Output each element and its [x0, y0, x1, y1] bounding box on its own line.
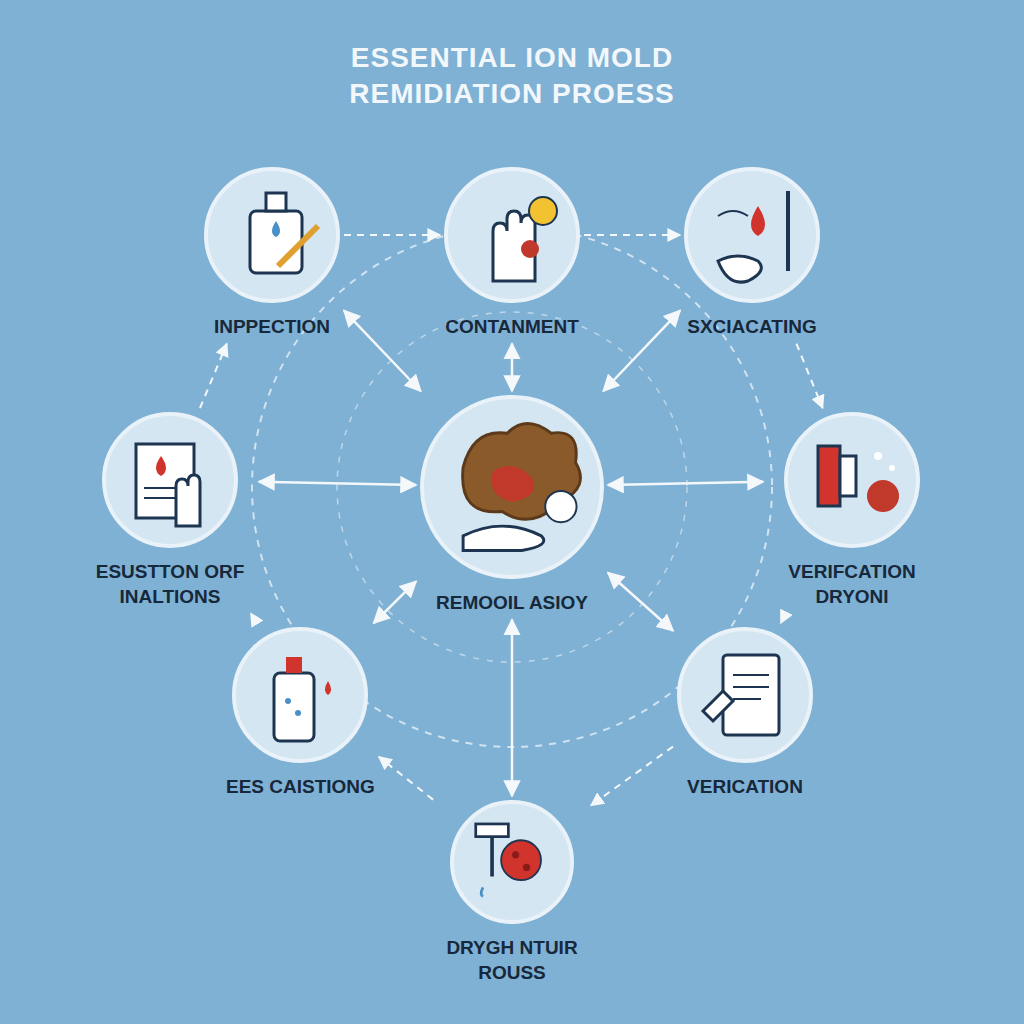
dashed-ring	[337, 312, 687, 662]
double-arrow	[511, 344, 514, 391]
dashed-arrow	[251, 613, 257, 623]
dashed-arrow	[200, 344, 227, 408]
dashed-arrow	[344, 234, 440, 236]
icon-circle	[450, 800, 574, 924]
icon-circle	[444, 167, 580, 303]
process-node: DRYGH NTUIR ROUSS	[437, 800, 587, 985]
icon-circle	[232, 627, 368, 763]
process-node: EES CAISTIONG	[226, 627, 375, 800]
step-label: VERIFCATION DRYONI	[767, 560, 937, 609]
dashed-arrow	[584, 234, 680, 236]
step-label: EES CAISTIONG	[226, 775, 375, 800]
step-label: INPPECTION	[214, 315, 330, 340]
dashed-arrow	[591, 747, 673, 806]
process-node: SXCIACATING	[684, 167, 820, 340]
dashed-arrow	[796, 344, 822, 408]
double-arrow	[259, 482, 416, 485]
step-label: ESUSTTON ORF INALTIONS	[85, 560, 255, 609]
icon-circle	[102, 412, 238, 548]
diagram-title: ESSENTIAL ION MOLD REMIDIATION PROESS	[272, 40, 752, 113]
step-label: CONTANMENT	[445, 315, 579, 340]
step-label: DRYGH NTUIR ROUSS	[437, 936, 587, 985]
step-label: VERICATION	[687, 775, 803, 800]
process-node: ESUSTTON ORF INALTIONS	[85, 412, 255, 609]
process-node: CONTANMENT	[444, 167, 580, 340]
process-node: VERIFCATION DRYONI	[767, 412, 937, 609]
double-arrow	[608, 482, 763, 485]
dashed-arrow	[379, 757, 433, 800]
icon-illustration	[788, 416, 916, 544]
icon-circle	[684, 167, 820, 303]
double-arrow	[344, 311, 421, 391]
icon-illustration	[688, 171, 816, 299]
double-arrow	[603, 311, 680, 391]
icon-illustration	[424, 399, 600, 575]
dashed-arrow	[781, 613, 786, 623]
process-node: REMOOIL ASIOY	[420, 395, 604, 616]
step-label: REMOOIL ASIOY	[436, 591, 588, 616]
icon-circle	[204, 167, 340, 303]
double-arrow	[511, 620, 514, 796]
icon-illustration	[681, 631, 809, 759]
icon-illustration	[236, 631, 364, 759]
icon-illustration	[208, 171, 336, 299]
icon-circle	[420, 395, 604, 579]
icon-circle	[677, 627, 813, 763]
process-node: VERICATION	[677, 627, 813, 800]
step-label: SXCIACATING	[687, 315, 816, 340]
icon-illustration	[454, 804, 570, 920]
double-arrow	[374, 581, 416, 623]
icon-illustration	[448, 171, 576, 299]
icon-illustration	[106, 416, 234, 544]
double-arrow	[608, 573, 673, 631]
process-node: INPPECTION	[204, 167, 340, 340]
icon-circle	[784, 412, 920, 548]
